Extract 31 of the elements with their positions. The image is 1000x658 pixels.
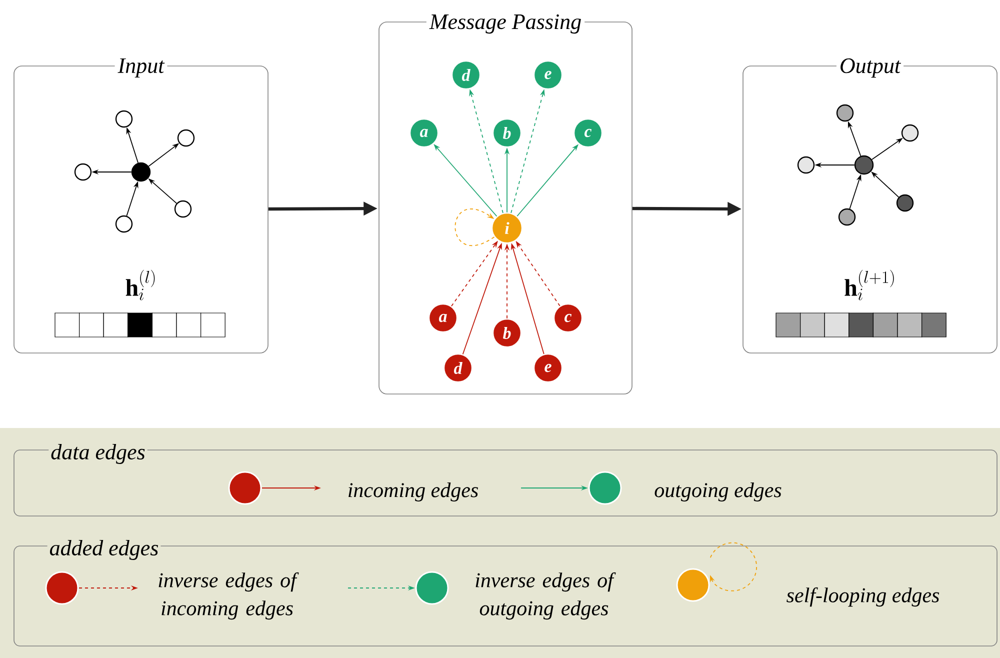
legend-text: inverse edges of outgoing edges: [476, 572, 616, 620]
graph-node: [115, 110, 133, 128]
graph-node: [901, 124, 919, 142]
graph-node: [131, 162, 151, 182]
letter-node: c: [573, 118, 603, 148]
letter-node: a: [409, 118, 439, 148]
self-loop-arrow: [454, 208, 495, 246]
letter-node: e: [533, 60, 563, 90]
formula: $\mathbf{h}_i^{(l)}$: [126, 270, 155, 300]
legend-text: self-looping edges: [786, 587, 940, 607]
graph-node: [836, 104, 854, 122]
graph-node: [74, 163, 92, 181]
legend-text: inverse edges of incoming edges: [158, 572, 299, 620]
graph-node: [115, 215, 133, 233]
graph-node: [896, 194, 914, 212]
letter-node: b: [492, 118, 522, 148]
graph-node: [797, 156, 815, 174]
letter-node: b: [492, 318, 522, 348]
letter-node: a: [428, 303, 458, 333]
letter-node: d: [443, 353, 473, 383]
letter-node: i: [491, 212, 523, 244]
graph-node: [174, 200, 192, 218]
graph-node: [838, 208, 856, 226]
graph-node: [177, 129, 195, 147]
graph-node: [854, 155, 874, 175]
legend-text: outgoing edges: [654, 482, 782, 502]
legend-text: incoming edges: [348, 482, 478, 502]
letter-node: c: [553, 303, 583, 333]
letter-node: e: [533, 353, 563, 383]
letter-node: d: [451, 60, 481, 90]
formula: $\mathbf{h}_i^{(l+1)}$: [844, 270, 894, 300]
